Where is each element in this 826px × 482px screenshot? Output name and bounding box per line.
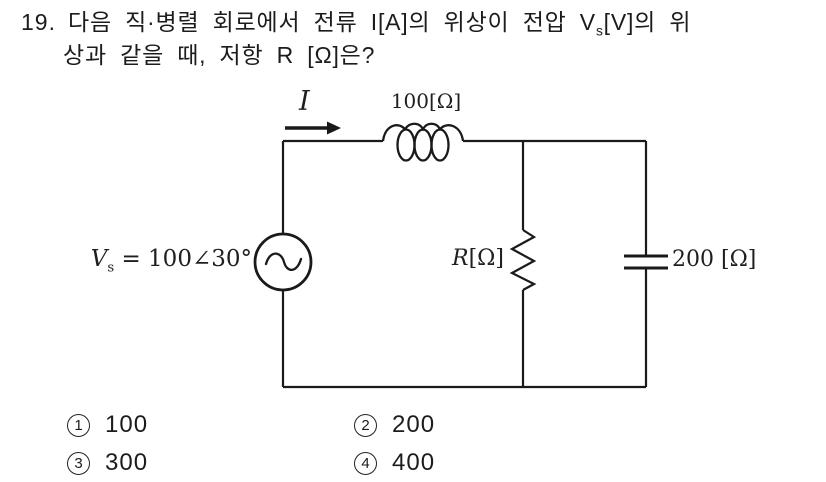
question-text-line2: 상과 같을 때, 저항 R [Ω]은?: [63, 42, 376, 68]
option-3-value: 300: [105, 449, 149, 476]
ac-source-icon: [253, 232, 313, 292]
option-2: 2 200: [354, 411, 435, 439]
source-value-label: Vs = 100∠30°: [78, 246, 252, 276]
question-text-line1: 19. 다음 직·병렬 회로에서 전류 I[A]의 위상이 전압 Vs[V]의 위: [21, 9, 691, 45]
option-3-digit-circle: 3: [67, 451, 90, 475]
vs-subscript: s: [595, 23, 604, 39]
option-1: 1 100: [67, 411, 148, 439]
resistor-value-label: R[Ω]: [428, 246, 504, 271]
source-v-symbol: V: [90, 246, 108, 272]
option-2-value: 200: [392, 411, 436, 438]
option-4-digit-circle: 4: [354, 451, 377, 475]
option-3: 3 300: [67, 449, 148, 477]
source-value-text: = 100∠30°: [114, 246, 252, 272]
question-line1-post: [V]의 위: [603, 9, 692, 35]
question-line1-pre: 다음 직·병렬 회로에서 전류 I[A]의 위상이 전압 V: [67, 9, 596, 35]
option-1-digit-circle: 1: [67, 413, 90, 437]
resistor-r-symbol: R: [452, 246, 469, 271]
question-number: 19.: [21, 9, 56, 35]
option-2-digit-circle: 2: [354, 413, 377, 437]
option-4-value: 400: [392, 449, 436, 476]
capacitor-icon: [624, 254, 668, 270]
current-label: I: [299, 86, 310, 117]
resistor-icon: [509, 229, 537, 291]
current-arrow-icon: [285, 121, 341, 135]
circuit-wires: [281, 139, 648, 389]
option-4: 4 400: [354, 449, 435, 477]
source-v-subscript: s: [107, 260, 115, 276]
option-1-value: 100: [105, 411, 149, 438]
inductor-value-label: 100[Ω]: [390, 89, 462, 113]
resistor-unit-text: [Ω]: [468, 246, 504, 271]
inductor-icon: [381, 122, 465, 162]
capacitor-value-label: 200 [Ω]: [672, 247, 757, 272]
